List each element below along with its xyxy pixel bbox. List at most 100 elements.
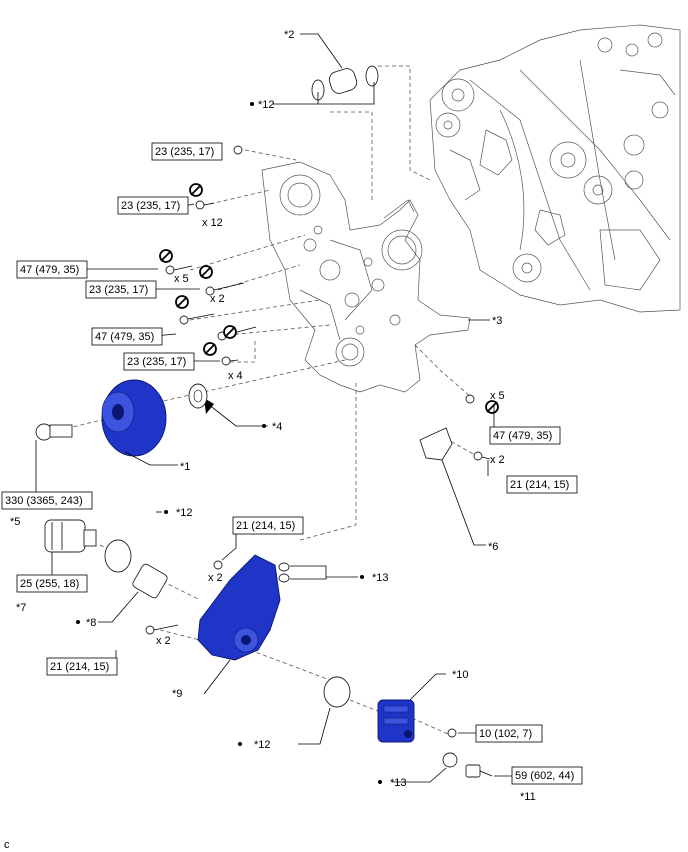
corner-letter: c <box>4 839 10 851</box>
callout-11: *11 <box>520 791 536 803</box>
bolt-7 <box>145 624 179 635</box>
bolt-1 <box>233 145 243 155</box>
o-rings-13 <box>278 562 290 583</box>
callout-13: *13 <box>372 572 389 584</box>
bolt-3 <box>221 356 239 366</box>
callout-12: *12 <box>258 99 275 111</box>
torque-value: 59 (602, 44) <box>515 770 574 782</box>
bullet-icon <box>378 780 382 784</box>
torque-box-6: 23 (235, 17) <box>123 352 195 371</box>
quantity-label: x 5 <box>174 273 189 285</box>
quantity-label: x 12 <box>202 217 223 229</box>
torque-box-3: 47 (479, 35) <box>16 260 88 279</box>
oil-cooler-10 <box>377 699 415 743</box>
callout-12: *12 <box>254 739 271 751</box>
quantity-labels: x 12 x 5 x 2 x 4 x 5 x 2 x 2 x 2 <box>156 217 505 647</box>
torque-value: 21 (214, 15) <box>236 520 295 532</box>
torque-specs: 23 (235, 17) 23 (235, 17) 47 (479, 35) 2… <box>1 142 583 785</box>
torque-box-10: 25 (255, 18) <box>16 574 88 593</box>
torque-value: 23 (235, 17) <box>155 146 214 158</box>
gasket-13b <box>442 752 458 768</box>
no-reuse-icon <box>175 295 189 309</box>
bullet-icon <box>164 510 168 514</box>
torque-value: 330 (3365, 243) <box>5 495 83 507</box>
torque-box-2: 23 (235, 17) <box>117 196 189 215</box>
torque-box-8: 21 (214, 15) <box>506 475 578 494</box>
oil-filter-bracket-9 <box>197 554 281 661</box>
quantity-label: x 5 <box>490 390 505 402</box>
callout-9: *9 <box>172 688 182 700</box>
quantity-label: x 2 <box>210 293 225 305</box>
torque-value: 21 (214, 15) <box>510 479 569 491</box>
timing-chain-cover-illustration <box>261 161 471 393</box>
torque-value: 47 (479, 35) <box>95 331 154 343</box>
crankshaft-pulley <box>101 379 167 457</box>
water-bypass-pipe <box>311 65 379 101</box>
stud-2 <box>205 282 245 296</box>
do-not-reuse-icons <box>159 183 499 414</box>
pulley-bolt <box>35 423 73 441</box>
callout-2: *2 <box>284 29 294 41</box>
bolt-2 <box>195 200 215 210</box>
torque-box-14: 59 (602, 44) <box>511 766 583 785</box>
bullet-icon <box>250 102 254 106</box>
callout-1: *1 <box>180 461 190 473</box>
torque-value: 23 (235, 17) <box>89 284 148 296</box>
callout-10: *10 <box>452 669 469 681</box>
leader-lines <box>35 33 512 783</box>
bolts <box>145 145 493 778</box>
bolt-6 <box>213 560 223 570</box>
callout-6: *6 <box>488 541 498 553</box>
stud-1 <box>165 265 193 275</box>
o-ring-12a <box>104 539 132 573</box>
quantity-label: x 2 <box>490 454 505 466</box>
torque-value: 25 (255, 18) <box>20 578 79 590</box>
bracket-part-6 <box>419 427 453 461</box>
torque-value: 21 (214, 15) <box>50 661 109 673</box>
callout-4: *4 <box>272 421 282 433</box>
torque-box-9: 330 (3365, 243) <box>1 491 93 510</box>
no-reuse-icon <box>189 183 203 197</box>
callout-5: *5 <box>10 516 20 528</box>
oil-filter-cap <box>44 519 97 553</box>
bullet-icon <box>238 742 242 746</box>
torque-value: 23 (235, 17) <box>127 356 186 368</box>
no-reuse-icon <box>199 265 213 279</box>
oil-filter-element-8 <box>132 563 168 599</box>
torque-box-11: 21 (214, 15) <box>232 516 304 535</box>
oil-seal <box>188 383 208 409</box>
gasket-12c <box>323 676 351 708</box>
quantity-label: x 2 <box>156 635 171 647</box>
no-reuse-icon <box>485 400 499 414</box>
bullet-icon <box>76 620 80 624</box>
no-reuse-icon <box>203 342 217 356</box>
callouts: *2 *12 *3 *4 *1 *5 *6 *12 *7 *13 *8 *9 *… <box>10 29 536 803</box>
quantity-label: x 4 <box>228 370 243 382</box>
torque-box-13: 10 (102, 7) <box>475 724 543 743</box>
quantity-label: x 2 <box>208 572 223 584</box>
callout-7: *7 <box>16 602 26 614</box>
bolt-8 <box>447 728 457 738</box>
no-reuse-icon <box>159 249 173 263</box>
bullet-icon <box>262 424 266 428</box>
callout-8: *8 <box>86 617 96 629</box>
bolt-4 <box>465 394 475 404</box>
bullet-icon <box>360 575 364 579</box>
torque-box-5: 47 (479, 35) <box>91 327 163 346</box>
torque-box-4: 23 (235, 17) <box>85 280 157 299</box>
no-reuse-icon <box>223 325 237 339</box>
callout-13: *13 <box>390 777 407 789</box>
torque-value: 47 (479, 35) <box>493 430 552 442</box>
torque-value: 23 (235, 17) <box>121 200 180 212</box>
torque-value: 10 (102, 7) <box>479 728 532 740</box>
bolt-5 <box>473 451 491 461</box>
callout-3: *3 <box>492 315 502 327</box>
stud-3 <box>179 313 215 325</box>
union-bolt <box>465 764 493 778</box>
torque-box-1: 23 (235, 17) <box>151 142 223 161</box>
arrow-icon <box>204 398 214 414</box>
torque-box-7: 47 (479, 35) <box>489 426 561 445</box>
engine-block-illustration <box>429 24 681 313</box>
